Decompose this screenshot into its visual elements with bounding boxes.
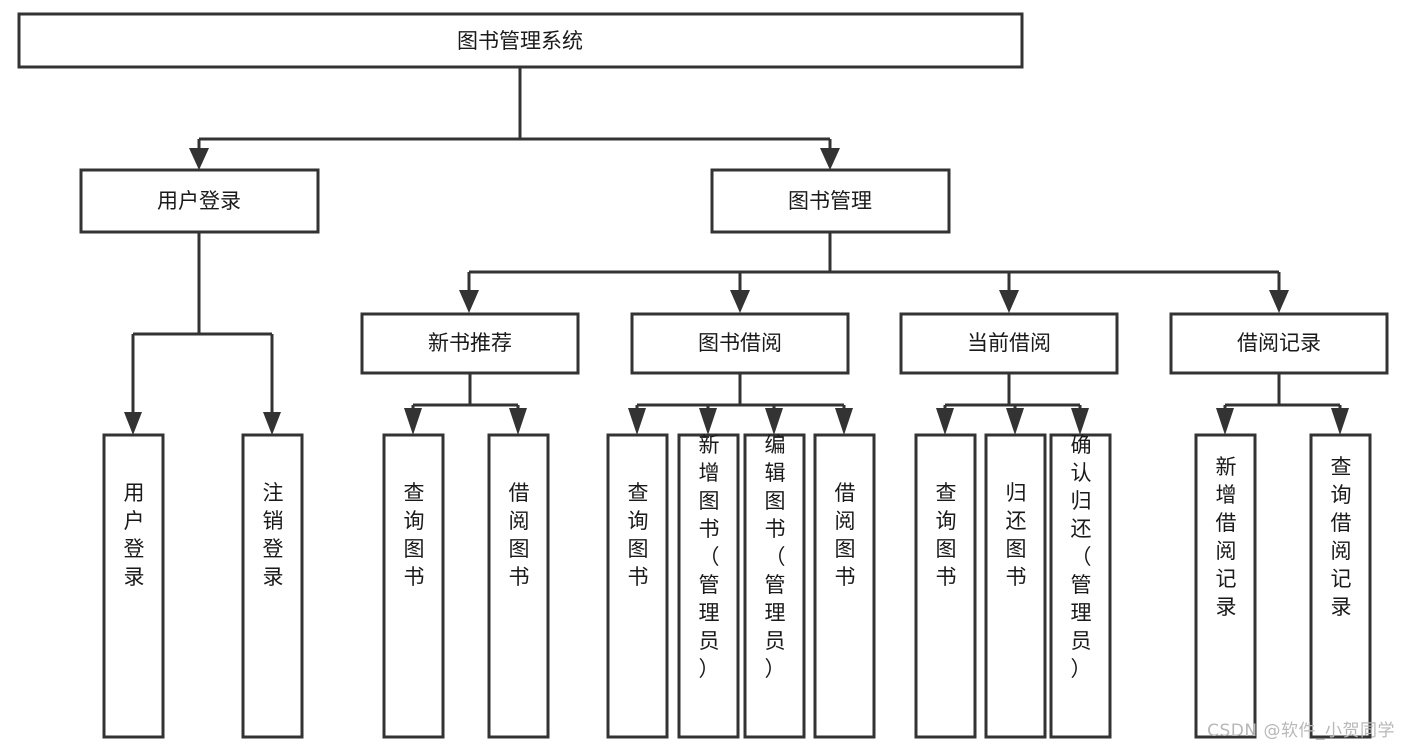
arrow-user-leaf-1 <box>124 412 142 435</box>
leaf-borrow-add-box[interactable] <box>677 433 740 739</box>
arrow-root-to-book-manage <box>820 148 840 170</box>
node-root[interactable]: 图书管理系统 <box>17 12 1024 69</box>
leaf-record-add-label: 新增借阅记录 <box>1216 455 1237 619</box>
node-current-borrow-label: 当前借阅 <box>967 331 1051 355</box>
leaf-node[interactable]: 借阅图书 <box>813 433 876 739</box>
leaf-borrow-lend-box[interactable] <box>813 433 876 739</box>
leaf-node[interactable]: 查询图书 <box>606 433 669 739</box>
node-current-borrow[interactable]: 当前借阅 <box>899 312 1119 375</box>
leaf-newbook-query-label: 查询图书 <box>404 481 425 589</box>
leaf-borrow-query-box[interactable] <box>606 433 669 739</box>
arrow-borrow-leaf-3 <box>765 408 783 435</box>
arrow-borrow-leaf-4 <box>835 408 853 435</box>
leaf-record-query-label: 查询借阅记录 <box>1331 455 1352 619</box>
leaf-borrow-query-label: 查询图书 <box>628 481 649 589</box>
node-root-box[interactable] <box>17 12 1024 69</box>
node-book-borrow-box[interactable] <box>630 312 850 375</box>
connector-group-borrow-record <box>1216 373 1349 435</box>
leaf-node[interactable]: 新增借阅记录 <box>1194 433 1257 739</box>
leaf-borrow-lend-label: 借阅图书 <box>835 481 856 589</box>
leaf-newbook-borrow-label: 借阅图书 <box>509 481 530 589</box>
arrow-book-to-borrow <box>730 290 750 313</box>
node-current-borrow-box[interactable] <box>899 312 1119 375</box>
arrow-current-leaf-3 <box>1071 408 1089 435</box>
arrow-book-to-record <box>1269 290 1289 313</box>
arrow-borrow-leaf-1 <box>628 408 646 435</box>
arrow-root-to-user-login <box>189 148 209 170</box>
leaf-user-logout-label: 注销登录 <box>263 481 284 589</box>
leaf-current-return-label: 归还图书 <box>1006 481 1027 589</box>
node-user-login-label: 用户登录 <box>157 189 241 213</box>
connector-group-book-manage <box>459 232 1289 313</box>
connector-group-root <box>189 67 840 170</box>
leaf-borrow-add-label: 新增图书（管理员） <box>699 433 720 681</box>
leaf-node[interactable]: 查询图书 <box>382 433 445 739</box>
leaf-current-confirm-label: 确认归还（管理员） <box>1071 433 1092 681</box>
leaf-borrow-edit-box[interactable] <box>743 433 806 739</box>
leaf-node[interactable]: 注销登录 <box>241 433 304 739</box>
arrow-user-leaf-2 <box>263 412 281 435</box>
leaf-node[interactable]: 新增图书（管理员） <box>677 433 740 739</box>
leaf-user-logout-box[interactable] <box>241 433 304 739</box>
node-borrow-record-label: 借阅记录 <box>1237 331 1321 355</box>
node-book-manage-label: 图书管理 <box>788 189 872 213</box>
node-borrow-record-box[interactable] <box>1169 312 1389 375</box>
arrow-newbook-leaf-1 <box>404 408 422 435</box>
leaf-current-return-box[interactable] <box>984 433 1047 739</box>
leaf-user-login-label: 用户登录 <box>124 481 145 589</box>
leaf-current-confirm-box[interactable] <box>1049 433 1112 739</box>
connector-group-current-borrow <box>936 373 1089 435</box>
node-borrow-record[interactable]: 借阅记录 <box>1169 312 1389 375</box>
arrow-book-to-new-book <box>459 290 479 313</box>
leaf-current-query-box[interactable] <box>914 433 977 739</box>
leaf-node[interactable]: 查询借阅记录 <box>1309 433 1372 739</box>
node-book-borrow[interactable]: 图书借阅 <box>630 312 850 375</box>
arrow-borrow-leaf-2 <box>699 408 717 435</box>
leaf-node[interactable]: 用户登录 <box>102 433 165 739</box>
connector-group-book-borrow <box>628 373 853 435</box>
leaf-current-query-label: 查询图书 <box>936 481 957 589</box>
arrow-book-to-current <box>999 290 1019 313</box>
leaf-node[interactable]: 查询图书 <box>914 433 977 739</box>
arrow-current-leaf-2 <box>1006 408 1024 435</box>
arrow-current-leaf-1 <box>936 408 954 435</box>
leaf-borrow-edit-label: 编辑图书（管理员） <box>765 433 786 681</box>
leaf-node[interactable]: 编辑图书（管理员） <box>743 433 806 739</box>
node-book-manage-box[interactable] <box>710 168 951 234</box>
leaf-user-login-box[interactable] <box>102 433 165 739</box>
node-root-label: 图书管理系统 <box>457 29 583 53</box>
node-new-book-recommend-box[interactable] <box>360 312 580 375</box>
node-user-login[interactable]: 用户登录 <box>79 168 320 234</box>
leaf-node[interactable]: 借阅图书 <box>487 433 550 739</box>
leaf-newbook-query-box[interactable] <box>382 433 445 739</box>
node-book-manage[interactable]: 图书管理 <box>710 168 951 234</box>
node-new-book-recommend[interactable]: 新书推荐 <box>360 312 580 375</box>
arrow-newbook-leaf-2 <box>509 408 527 435</box>
arrow-record-leaf-1 <box>1216 408 1234 435</box>
leaf-node[interactable]: 确认归还（管理员） <box>1049 433 1112 739</box>
leaf-record-add-box[interactable] <box>1194 433 1257 739</box>
leaf-newbook-borrow-box[interactable] <box>487 433 550 739</box>
leaf-node[interactable]: 归还图书 <box>984 433 1047 739</box>
connector-group-new-book <box>404 373 527 435</box>
node-user-login-box[interactable] <box>79 168 320 234</box>
leaf-record-query-box[interactable] <box>1309 433 1372 739</box>
node-book-borrow-label: 图书借阅 <box>698 331 782 355</box>
connector-group-user-login <box>124 232 281 435</box>
node-new-book-recommend-label: 新书推荐 <box>428 331 512 355</box>
arrow-record-leaf-2 <box>1331 408 1349 435</box>
